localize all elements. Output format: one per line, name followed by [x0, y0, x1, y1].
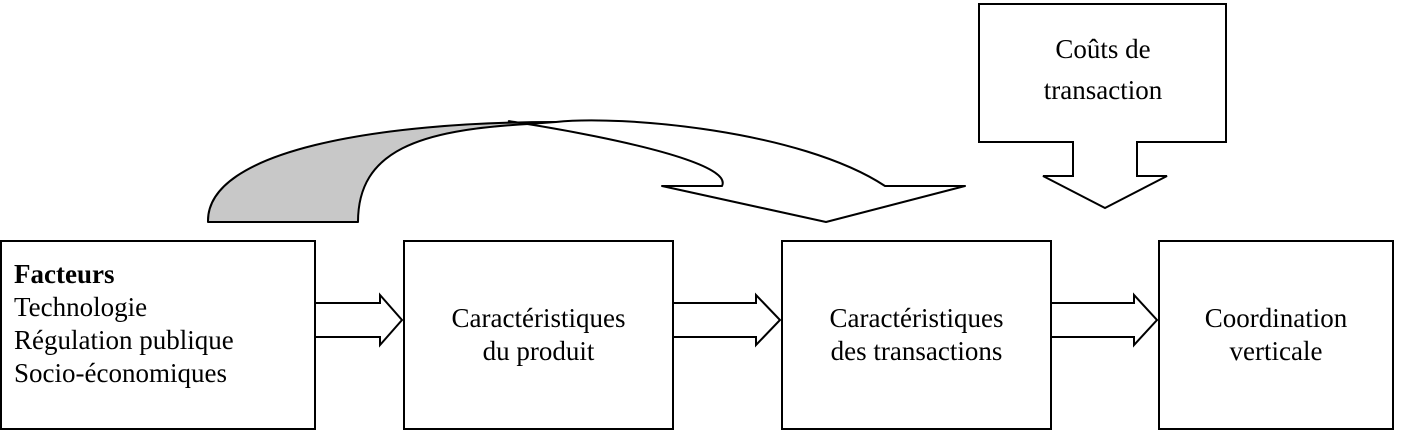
facteurs-item-technologie: Technologie	[14, 292, 148, 322]
produit-line-2: du produit	[482, 336, 595, 366]
box-caracteristiques-transactions: Caractéristiques des transactions	[781, 240, 1052, 430]
block-arrow-facteurs-to-produit	[316, 292, 404, 348]
coordination-line-2: verticale	[1229, 336, 1323, 366]
block-arrow-transactions-to-coordination	[1052, 292, 1159, 348]
couts-line-1: Coûts de	[1055, 34, 1150, 64]
box-coordination-verticale: Coordination verticale	[1158, 240, 1394, 430]
facteurs-item-regulation: Régulation publique	[14, 325, 234, 355]
box-facteurs: Facteurs Technologie Régulation publique…	[0, 240, 316, 430]
block-arrow-produit-to-transactions	[674, 292, 782, 348]
produit-line-1: Caractéristiques	[451, 303, 626, 333]
curved-arrow-shaded-part	[206, 121, 557, 223]
couts-line-2: transaction	[1044, 75, 1163, 105]
callout-couts-transaction-shape	[978, 3, 1227, 210]
coordination-line-1: Coordination	[1204, 303, 1348, 333]
box-caracteristiques-produit: Caractéristiques du produit	[403, 240, 674, 430]
transactions-line-2: des transactions	[830, 336, 1003, 366]
transactions-line-1: Caractéristiques	[829, 303, 1004, 333]
facteurs-item-socio: Socio-économiques	[14, 358, 227, 388]
curved-arrow-head	[507, 119, 966, 223]
facteurs-heading: Facteurs	[14, 259, 115, 289]
